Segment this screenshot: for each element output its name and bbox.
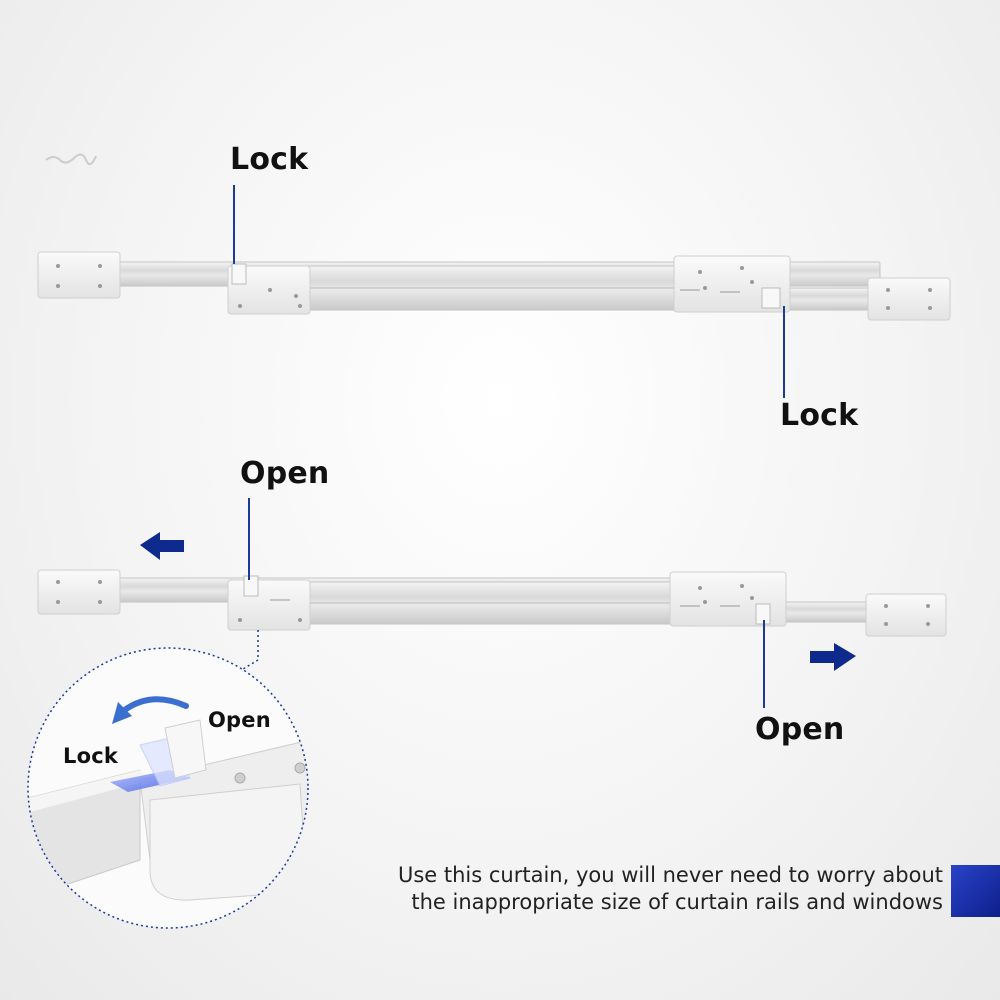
accent-block <box>951 865 1000 917</box>
lock-label-top-left: Lock <box>230 142 309 177</box>
watermark <box>45 153 97 166</box>
lock-detail-magnifier <box>27 647 309 929</box>
lock-label-top-right: Lock <box>780 398 859 433</box>
open-label-bottom-right: Open <box>755 712 845 747</box>
curved-arrow-icon <box>119 696 189 715</box>
top-rail-assembly <box>37 251 951 321</box>
detail-open-label: Open <box>208 708 271 732</box>
open-label-bottom-left: Open <box>240 456 330 491</box>
caption: Use this curtain, you will never need to… <box>330 862 943 916</box>
caption-line-1: Use this curtain, you will never need to… <box>397 863 943 887</box>
arrow-right-icon <box>810 643 856 671</box>
detail-lock-label: Lock <box>63 744 119 768</box>
bottom-rail-assembly <box>37 569 947 637</box>
detail-callout-line <box>237 630 259 673</box>
caption-line-2: the inappropriate size of curtain rails … <box>411 890 943 914</box>
arrow-left-icon <box>140 532 184 560</box>
